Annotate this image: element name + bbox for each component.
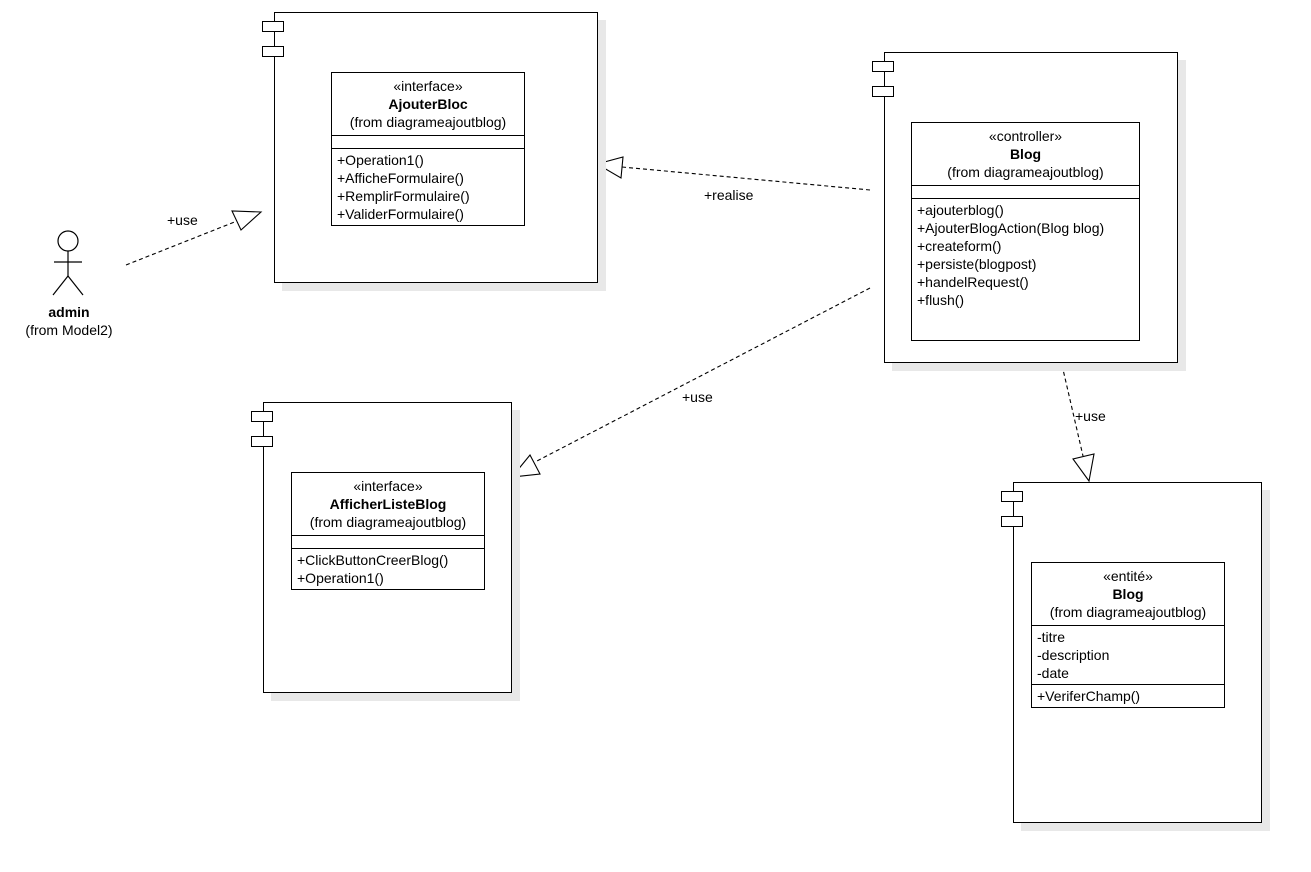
component-tab — [251, 411, 273, 422]
class-name: Blog — [1009, 146, 1042, 162]
component-tab — [872, 61, 894, 72]
class-from: (from diagrameajoutblog) — [1049, 604, 1207, 620]
actor-name: admin — [48, 304, 90, 320]
edge-label-realise: +realise — [704, 187, 754, 203]
attributes-compartment: -titre -description -date — [1032, 626, 1224, 685]
operation: +ValiderFormulaire() — [337, 206, 464, 222]
operation: +ClickButtonCreerBlog() — [297, 552, 449, 568]
class-stereotype: «interface» — [353, 478, 423, 494]
class-name: AjouterBloc — [388, 96, 468, 112]
operations-compartment: +ClickButtonCreerBlog() +Operation1() — [292, 549, 484, 589]
class-from: (from diagrameajoutblog) — [349, 114, 507, 130]
attribute: -titre — [1037, 629, 1065, 645]
edge-admin-use[interactable] — [125, 210, 263, 266]
attributes-compartment — [912, 186, 1139, 199]
class-ajouter-bloc[interactable]: «interface» AjouterBloc (from diagrameaj… — [331, 72, 525, 226]
attributes-compartment — [332, 136, 524, 149]
operation: +VeriferChamp() — [1037, 688, 1141, 704]
class-stereotype: «interface» — [393, 78, 463, 94]
class-header: «controller» Blog (from diagrameajoutblo… — [912, 123, 1139, 186]
component-tab — [262, 21, 284, 32]
class-stereotype: «entité» — [1103, 568, 1153, 584]
component-tab — [1001, 516, 1023, 527]
operation: +flush() — [917, 292, 965, 308]
actor-from: (from Model2) — [25, 322, 113, 338]
attribute: -date — [1037, 665, 1069, 681]
attributes-compartment — [292, 536, 484, 549]
operation: +Operation1() — [297, 570, 384, 586]
class-header: «entité» Blog (from diagrameajoutblog) — [1032, 563, 1224, 626]
operation: +AjouterBlogAction(Blog blog) — [917, 220, 1105, 236]
edge-label-controller-use-entity: +use — [1075, 408, 1106, 424]
class-header: «interface» AjouterBloc (from diagrameaj… — [332, 73, 524, 136]
operations-compartment: +Operation1() +AfficheFormulaire() +Remp… — [332, 149, 524, 225]
class-header: «interface» AfficherListeBlog (from diag… — [292, 473, 484, 536]
actor-label: admin (from Model2) — [10, 303, 128, 339]
operation: +RemplirFormulaire() — [337, 188, 470, 204]
component-tab — [251, 436, 273, 447]
class-from: (from diagrameajoutblog) — [947, 164, 1104, 180]
operation: +createform() — [917, 238, 1002, 254]
component-tab — [872, 86, 894, 97]
operation: +persiste(blogpost) — [917, 256, 1037, 272]
actor-icon[interactable] — [52, 230, 84, 296]
edge-label-admin-use: +use — [167, 212, 198, 228]
edge-realise[interactable] — [595, 156, 871, 191]
operations-compartment: +ajouterblog() +AjouterBlogAction(Blog b… — [912, 199, 1139, 311]
class-name: Blog — [1112, 586, 1144, 602]
class-stereotype: «controller» — [988, 128, 1063, 144]
class-from: (from diagrameajoutblog) — [309, 514, 467, 530]
operations-compartment: +VeriferChamp() — [1032, 685, 1224, 707]
component-tab — [1001, 491, 1023, 502]
edge-controller-use-entity[interactable] — [1061, 364, 1095, 483]
operation: +handelRequest() — [917, 274, 1029, 290]
class-afficher-liste-blog[interactable]: «interface» AfficherListeBlog (from diag… — [291, 472, 485, 590]
operation: +AfficheFormulaire() — [337, 170, 464, 186]
operation: +Operation1() — [337, 152, 424, 168]
class-name: AfficherListeBlog — [329, 496, 447, 512]
class-blog-entity[interactable]: «entité» Blog (from diagrameajoutblog) -… — [1031, 562, 1225, 708]
operation: +ajouterblog() — [917, 202, 1004, 218]
edge-controller-use-liste[interactable] — [510, 287, 871, 478]
class-blog-controller[interactable]: «controller» Blog (from diagrameajoutblo… — [911, 122, 1140, 341]
attribute: -description — [1037, 647, 1110, 663]
component-tab — [262, 46, 284, 57]
edge-label-controller-use-liste: +use — [682, 389, 713, 405]
